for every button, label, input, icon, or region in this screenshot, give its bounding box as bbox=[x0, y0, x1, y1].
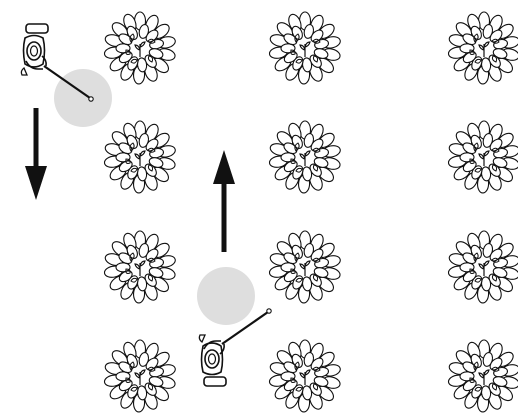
shrub-c3-r4 bbox=[448, 340, 518, 412]
shrub-c1-r2 bbox=[104, 121, 177, 193]
shrub-c1-r4 bbox=[104, 340, 177, 412]
shrub-c1-r1 bbox=[104, 12, 177, 84]
shrub-c3-r3 bbox=[448, 231, 518, 303]
shrub-c2-r1 bbox=[269, 12, 342, 84]
arrow-down-icon bbox=[25, 108, 47, 200]
shrub-c2-r3 bbox=[269, 231, 342, 303]
shrub-c1-r3 bbox=[104, 231, 177, 303]
shrub-c3-r1 bbox=[448, 12, 518, 84]
spray-zone-right bbox=[197, 267, 255, 325]
shrub-c3-r2 bbox=[448, 121, 518, 193]
shrub-c2-r2 bbox=[269, 121, 342, 193]
arrow-up-icon bbox=[213, 150, 235, 252]
shrub-c2-r4 bbox=[269, 340, 342, 412]
